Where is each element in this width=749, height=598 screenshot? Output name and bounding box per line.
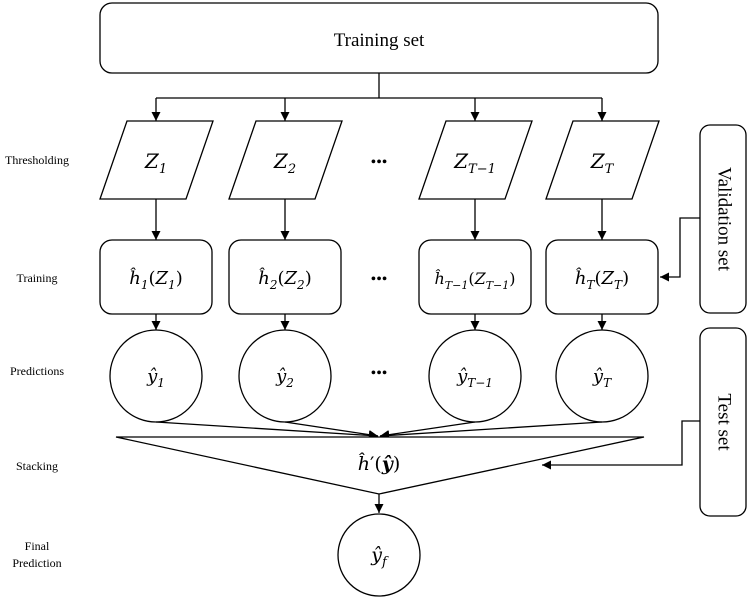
row-label-thresholding: Thresholding: [5, 153, 69, 167]
threshold-label: ZT−1: [453, 149, 496, 177]
validation-set-node: Validation set: [660, 124, 747, 314]
training-set-fanout: [151, 73, 607, 121]
prediction-label: ŷ2: [275, 366, 294, 390]
column-1: Z1 ĥ1(Z1) ŷ1: [99, 120, 214, 423]
prediction-label: ŷ1: [146, 366, 165, 390]
threshold-parallelogram: [228, 120, 343, 200]
column-t-minus-1: ZT−1 ĥT−1(ZT−1) ŷT−1: [418, 120, 533, 423]
model-label: ĥT(ZT): [575, 266, 629, 292]
model-label: ĥ2(Z2): [258, 266, 311, 292]
stacker-label: ĥ′(ŷ): [358, 452, 400, 475]
prediction-to-stacker-arrows: [155, 421, 603, 440]
final-prediction-label: ŷf: [370, 544, 389, 570]
ellipsis-thresholding: •••: [371, 154, 388, 171]
stacking-node: ĥ′(ŷ): [115, 436, 645, 495]
test-set-label: Test set: [714, 393, 735, 451]
ellipsis-predictions: •••: [371, 365, 388, 382]
prediction-label: ŷT−1: [456, 366, 493, 390]
row-label-final-line2: Prediction: [12, 556, 61, 570]
test-set-node: Test set: [542, 327, 747, 517]
column-t: ZT ĥT(ZT) ŷT: [545, 120, 660, 423]
row-label-final-line1: Final: [25, 539, 50, 553]
row-label-training: Training: [17, 271, 58, 285]
threshold-parallelogram: [418, 120, 533, 200]
threshold-parallelogram: [99, 120, 214, 200]
row-labels: Thresholding Training Predictions Stacki…: [5, 153, 69, 570]
threshold-label: ZT: [590, 149, 615, 177]
threshold-label: Z2: [273, 149, 296, 177]
model-label: ĥT−1(ZT−1): [434, 268, 515, 292]
threshold-label: Z1: [144, 149, 167, 177]
prediction-label: ŷT: [592, 366, 612, 390]
training-set-label: Training set: [334, 30, 425, 51]
row-label-stacking: Stacking: [16, 459, 58, 473]
ellipsis-training: •••: [371, 271, 388, 288]
validation-set-label: Validation set: [714, 167, 735, 272]
final-prediction-node: ŷf: [337, 513, 421, 597]
row-label-predictions: Predictions: [10, 364, 64, 378]
training-set-node: Training set: [99, 2, 659, 74]
model-label: ĥ1(Z1): [129, 266, 182, 292]
column-2: Z2 ĥ2(Z2) ŷ2: [228, 120, 343, 423]
ellipsis-markers: ••• ••• •••: [371, 154, 388, 382]
threshold-parallelogram: [545, 120, 660, 200]
